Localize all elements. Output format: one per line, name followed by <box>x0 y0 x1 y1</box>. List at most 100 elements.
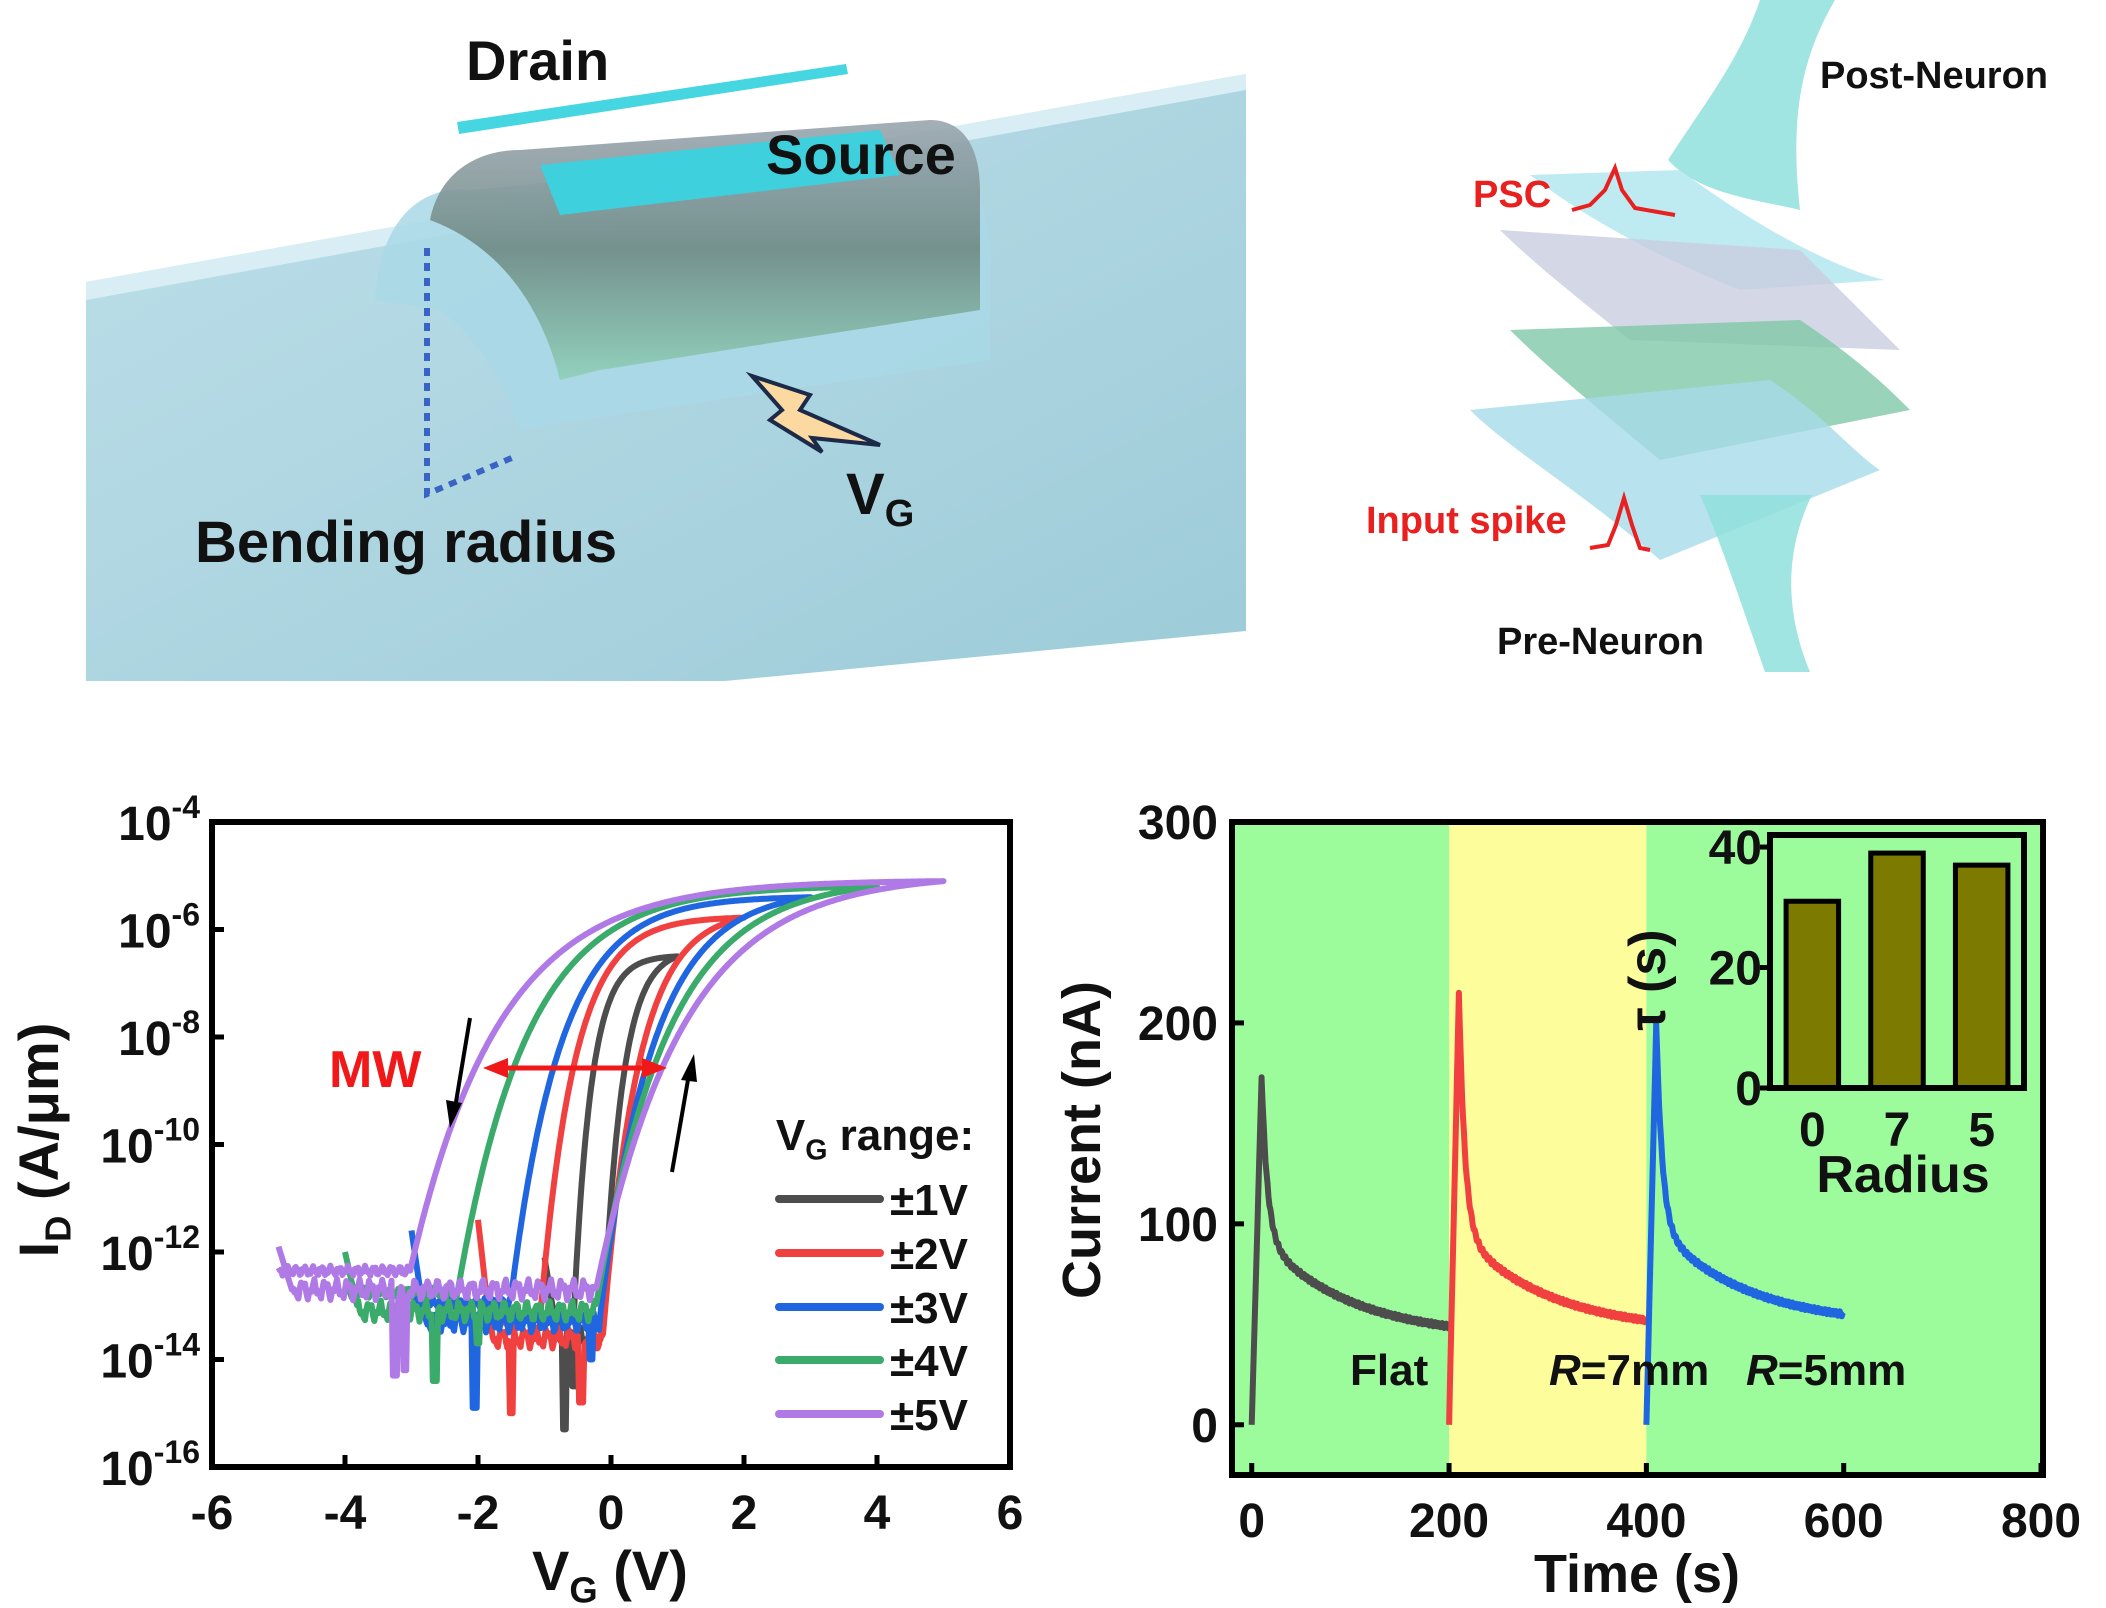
inset-bar <box>1952 862 2011 1091</box>
region-label-italic: R <box>1549 1346 1581 1395</box>
legend-label: ±1V <box>890 1176 969 1225</box>
y-tick-label: 100 <box>1138 1199 1218 1252</box>
pre-neuron <box>1700 495 1812 672</box>
region-label-italic: R <box>1746 1346 1778 1395</box>
y-tick-label: 10-10 <box>100 1112 200 1174</box>
mw-arrow-right-head <box>642 1058 667 1078</box>
inset-x-tick-label: 5 <box>1968 1104 1995 1157</box>
y-tick-base: 10 <box>100 1443 153 1496</box>
legend-title: VG range: <box>776 1111 974 1167</box>
reverse-sweep-arrow <box>453 1017 472 1109</box>
region-background <box>1232 822 1450 1475</box>
inset-y-tick-label: 40 <box>1709 822 1762 875</box>
x-axis-title-sub: G <box>569 1569 597 1608</box>
y-tick-label: 10-8 <box>118 1004 200 1066</box>
y-tick-exp: -14 <box>154 1327 200 1363</box>
x-axis-title: Time (s) <box>1534 1544 1740 1604</box>
plot-frame <box>1229 819 2046 1478</box>
inset-x-tick-label: 7 <box>1884 1104 1911 1157</box>
inset-bar <box>1783 898 1842 1091</box>
legend-title-main: V <box>776 1111 806 1160</box>
y-tick-base: 10 <box>100 1336 153 1389</box>
drain-label: Drain <box>466 29 609 92</box>
mw-arrow-left-head <box>483 1058 508 1078</box>
legend-label: ±3V <box>890 1284 969 1333</box>
inset-bar <box>1868 850 1926 1091</box>
x-tick-label: 0 <box>598 1487 625 1540</box>
y-tick-exp: -4 <box>172 789 201 825</box>
pre-neuron-label: Pre-Neuron <box>1497 621 1704 663</box>
bending-radius-label: Bending radius <box>195 510 617 575</box>
vg-label: VG <box>846 462 914 535</box>
mw-label: MW <box>329 1041 422 1099</box>
y-tick-base: 10 <box>118 798 171 851</box>
forward-sweep-arrow <box>670 1073 691 1173</box>
y-tick-label: 10-4 <box>118 789 200 851</box>
drain-electrode <box>457 64 848 134</box>
series-line-3 <box>408 894 814 1411</box>
legend-title-sub: G <box>805 1135 827 1167</box>
source-label: Source <box>766 123 956 186</box>
y-tick-exp: -16 <box>154 1434 200 1470</box>
y-axis-title: Current (nA) <box>1052 981 1112 1299</box>
x-tick-label: 400 <box>1606 1495 1686 1548</box>
inset-y-tick-label: 0 <box>1735 1063 1762 1116</box>
inset-y-axis-title: τ (s) <box>1619 929 1677 1030</box>
region-label: R=5mm <box>1746 1346 1906 1395</box>
post-neuron-label: Post-Neuron <box>1820 55 2048 97</box>
y-tick-label: 10-6 <box>118 897 200 959</box>
source-electrode <box>540 130 900 215</box>
x-axis-title-rest: (V) <box>598 1539 688 1602</box>
reverse-sweep-arrowhead <box>446 1100 462 1128</box>
y-tick-base: 10 <box>100 1228 153 1281</box>
series-line-1 <box>1248 1074 1452 1425</box>
y-tick-exp: -6 <box>172 897 200 933</box>
post-neuron <box>1668 0 1835 210</box>
psc-waveform <box>1571 162 1676 217</box>
series-line-5 <box>275 878 947 1379</box>
series-line-4 <box>342 883 880 1384</box>
layer-substrate <box>1470 380 1880 560</box>
x-axis-title-main: V <box>532 1539 569 1602</box>
legend-label: ±5V <box>890 1391 969 1440</box>
x-tick-label: 2 <box>731 1487 758 1540</box>
y-axis-title-sub: D <box>37 1216 78 1242</box>
x-tick-label: 6 <box>997 1487 1024 1540</box>
inset-x-axis-title: Radius <box>1816 1146 1989 1204</box>
region-label-rest: Flat <box>1350 1346 1429 1395</box>
bending-radius-guide <box>424 248 516 499</box>
y-tick-base: 10 <box>100 1121 153 1174</box>
y-tick-exp: -8 <box>172 1004 200 1040</box>
legend-label: ±2V <box>890 1230 969 1279</box>
inset-x-tick-label: 0 <box>1799 1104 1826 1157</box>
y-tick-label: 300 <box>1138 797 1218 850</box>
region-label-rest: =7mm <box>1581 1346 1709 1395</box>
x-tick-label: 800 <box>2001 1495 2081 1548</box>
x-axis-title: VG (V) <box>532 1539 688 1608</box>
y-tick-label: 200 <box>1138 998 1218 1051</box>
x-tick-label: -6 <box>191 1487 234 1540</box>
y-tick-label: 10-12 <box>100 1219 200 1281</box>
region-background <box>1449 822 1647 1475</box>
region-label: Flat <box>1350 1346 1429 1395</box>
y-axis-title-main: I <box>7 1242 70 1258</box>
x-tick-label: -2 <box>457 1487 500 1540</box>
inset-y-tick-label: 20 <box>1709 943 1762 996</box>
y-tick-label: 10-14 <box>100 1327 200 1389</box>
input-spike-waveform <box>1589 490 1651 552</box>
series-line-2 <box>1446 989 1650 1425</box>
lightning-icon <box>745 371 881 454</box>
series-line-3 <box>1643 1019 1846 1425</box>
y-tick-base: 10 <box>118 906 171 959</box>
inset-frame <box>1767 832 2027 1091</box>
region-label: R=7mm <box>1549 1346 1709 1395</box>
x-tick-label: 600 <box>1804 1495 1884 1548</box>
y-axis-title: ID (A/μm) <box>7 1023 78 1258</box>
x-tick-label: 200 <box>1409 1495 1489 1548</box>
y-axis-title-rest: (A/μm) <box>7 1023 70 1216</box>
y-tick-label: 10-16 <box>100 1434 200 1496</box>
psc-label: PSC <box>1473 174 1551 216</box>
